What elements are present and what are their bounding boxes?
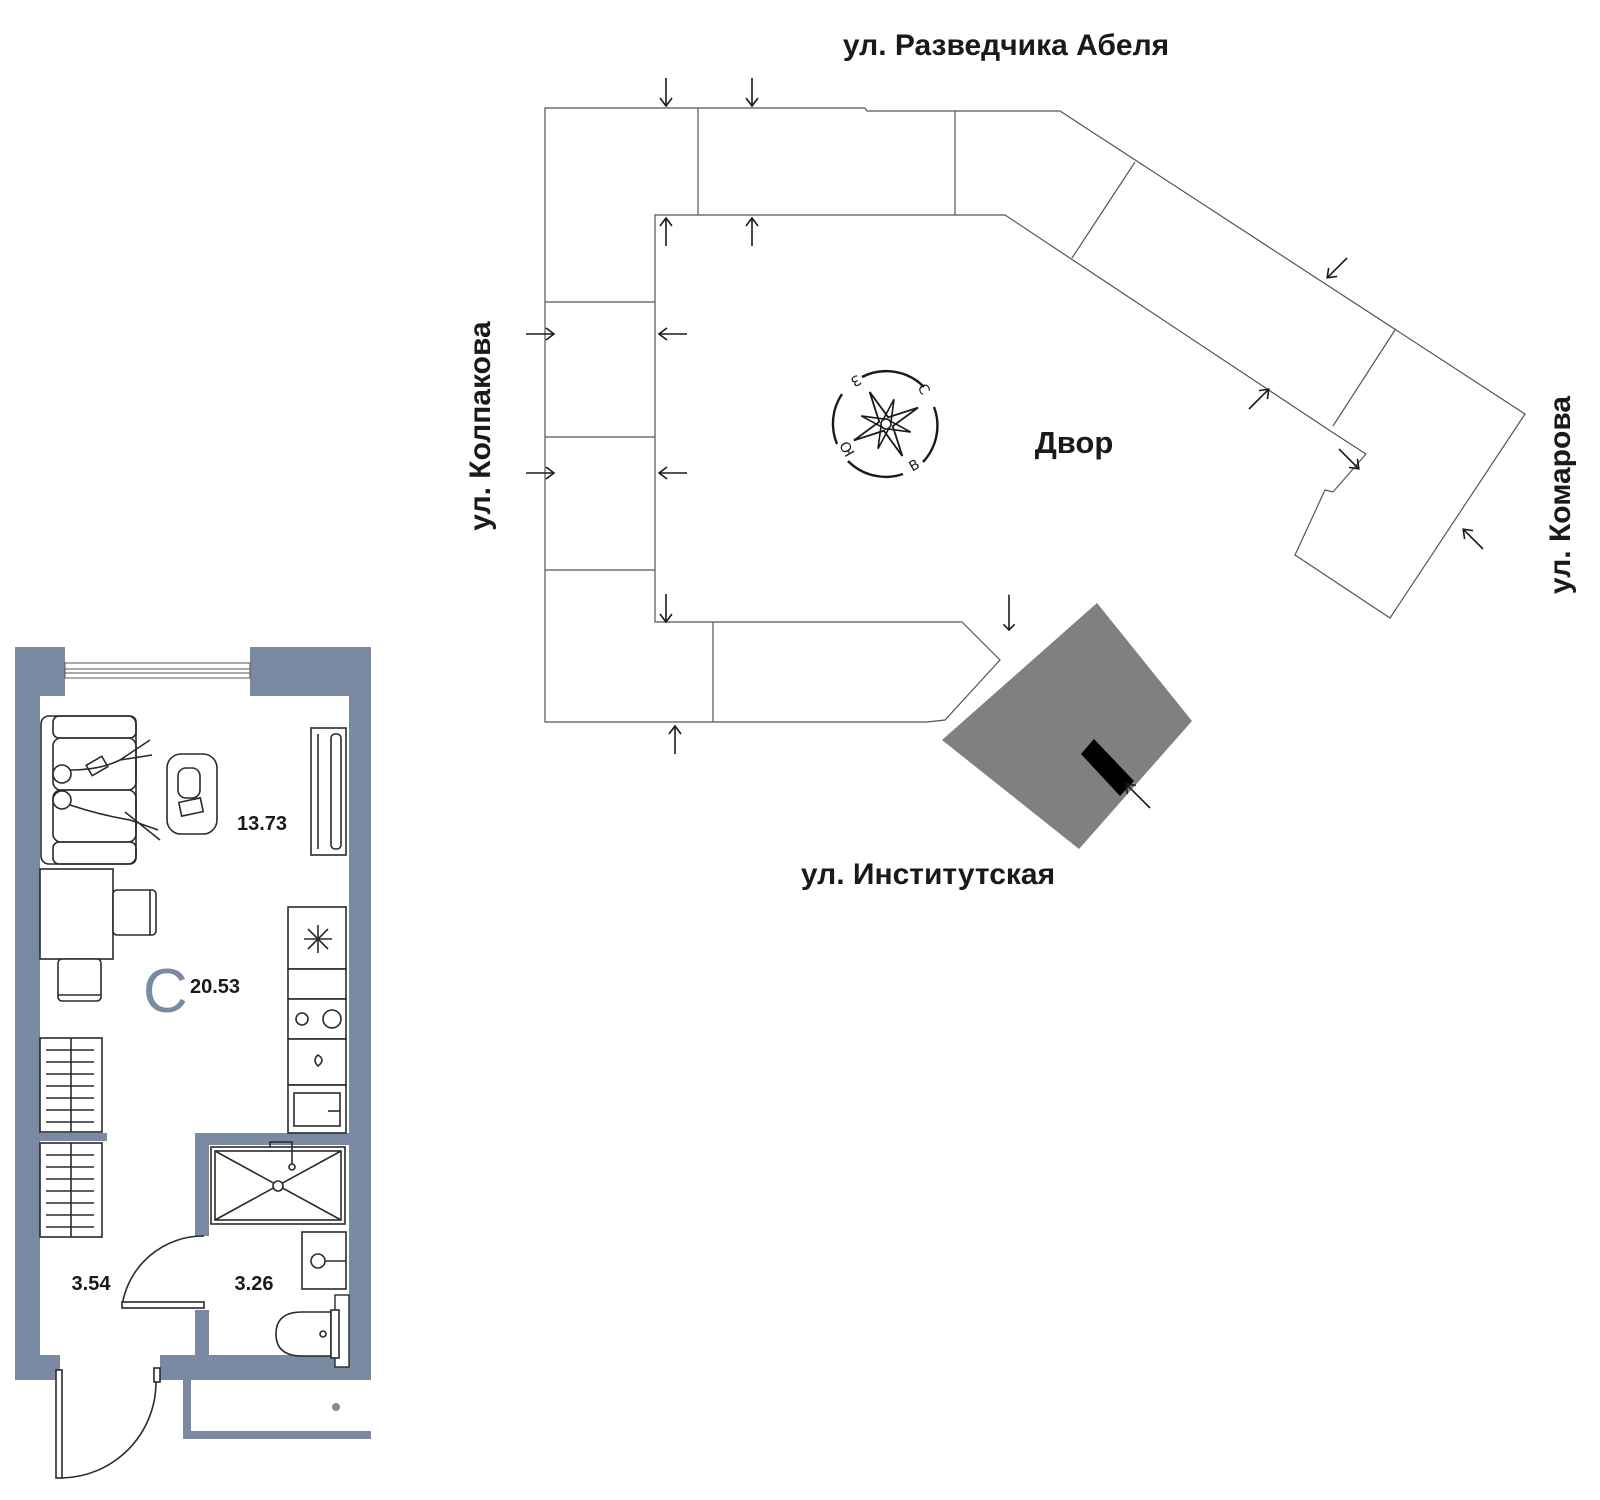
street-north-label: ул. Разведчика Абеля bbox=[843, 29, 1169, 62]
kitchen bbox=[287, 906, 347, 1134]
street-east-label: ул. Комарова bbox=[1544, 396, 1577, 594]
wardrobe-upper bbox=[39, 1037, 103, 1133]
bathtub bbox=[210, 1141, 346, 1225]
entrance-arrow bbox=[1125, 783, 1151, 809]
snowflake-icon bbox=[304, 925, 332, 953]
entrance-arrow bbox=[526, 327, 556, 341]
entrance-arrow bbox=[659, 78, 673, 108]
tv-stand bbox=[310, 727, 347, 856]
compass-west-label: З bbox=[848, 371, 864, 389]
entrance-arrow bbox=[659, 594, 673, 624]
entrance-arrow bbox=[745, 78, 759, 108]
meter-dot bbox=[332, 1403, 340, 1411]
hallway-area: 3.54 bbox=[72, 1273, 112, 1295]
entrance-arrow bbox=[1326, 257, 1348, 279]
total-area: 20.53 bbox=[190, 976, 240, 998]
bathroom-door bbox=[121, 1235, 205, 1309]
street-south-label: ул. Институтская bbox=[801, 858, 1055, 891]
entrance-arrow bbox=[745, 216, 759, 246]
entrance-arrow bbox=[1248, 388, 1270, 410]
sink bbox=[301, 1231, 347, 1290]
entrance-arrow bbox=[1462, 528, 1484, 550]
compass-north-label: С bbox=[914, 381, 933, 398]
entrance-arrow bbox=[1002, 594, 1016, 632]
bathroom-area: 3.26 bbox=[235, 1273, 274, 1295]
entrance-arrow bbox=[657, 466, 687, 480]
building-outline bbox=[544, 107, 1526, 723]
dining-table bbox=[39, 868, 157, 1002]
street-west-label: ул. Колпакова bbox=[464, 321, 497, 531]
site-plan: С В Ю З Двор ул. Разведчика Абеля ул. Ин… bbox=[464, 29, 1577, 891]
entrance-arrow bbox=[657, 327, 687, 341]
wardrobe-lower bbox=[39, 1142, 103, 1238]
apartment-type-letter: С bbox=[143, 957, 188, 1026]
entrance-arrow bbox=[526, 466, 556, 480]
walls bbox=[15, 647, 371, 1439]
living-room-area: 13.73 bbox=[237, 813, 287, 835]
entrance-door bbox=[55, 1367, 161, 1479]
entrance-arrow bbox=[1338, 448, 1360, 470]
entrance-arrow bbox=[668, 724, 682, 754]
entrance-arrows bbox=[526, 78, 1484, 809]
compass-south-label: Ю bbox=[837, 438, 858, 459]
floor-plan: 13.73 3.54 3.26 С 20.53 bbox=[15, 647, 371, 1479]
sofa bbox=[40, 715, 161, 865]
entrance-marker bbox=[1081, 739, 1134, 796]
compass-east-label: В bbox=[906, 457, 922, 476]
entrance-arrow bbox=[659, 216, 673, 246]
window bbox=[64, 662, 251, 679]
coffee-table bbox=[166, 753, 218, 835]
compass-rose: С В Ю З bbox=[831, 370, 939, 479]
toilet bbox=[275, 1309, 340, 1359]
yard-label: Двор bbox=[1035, 425, 1114, 460]
